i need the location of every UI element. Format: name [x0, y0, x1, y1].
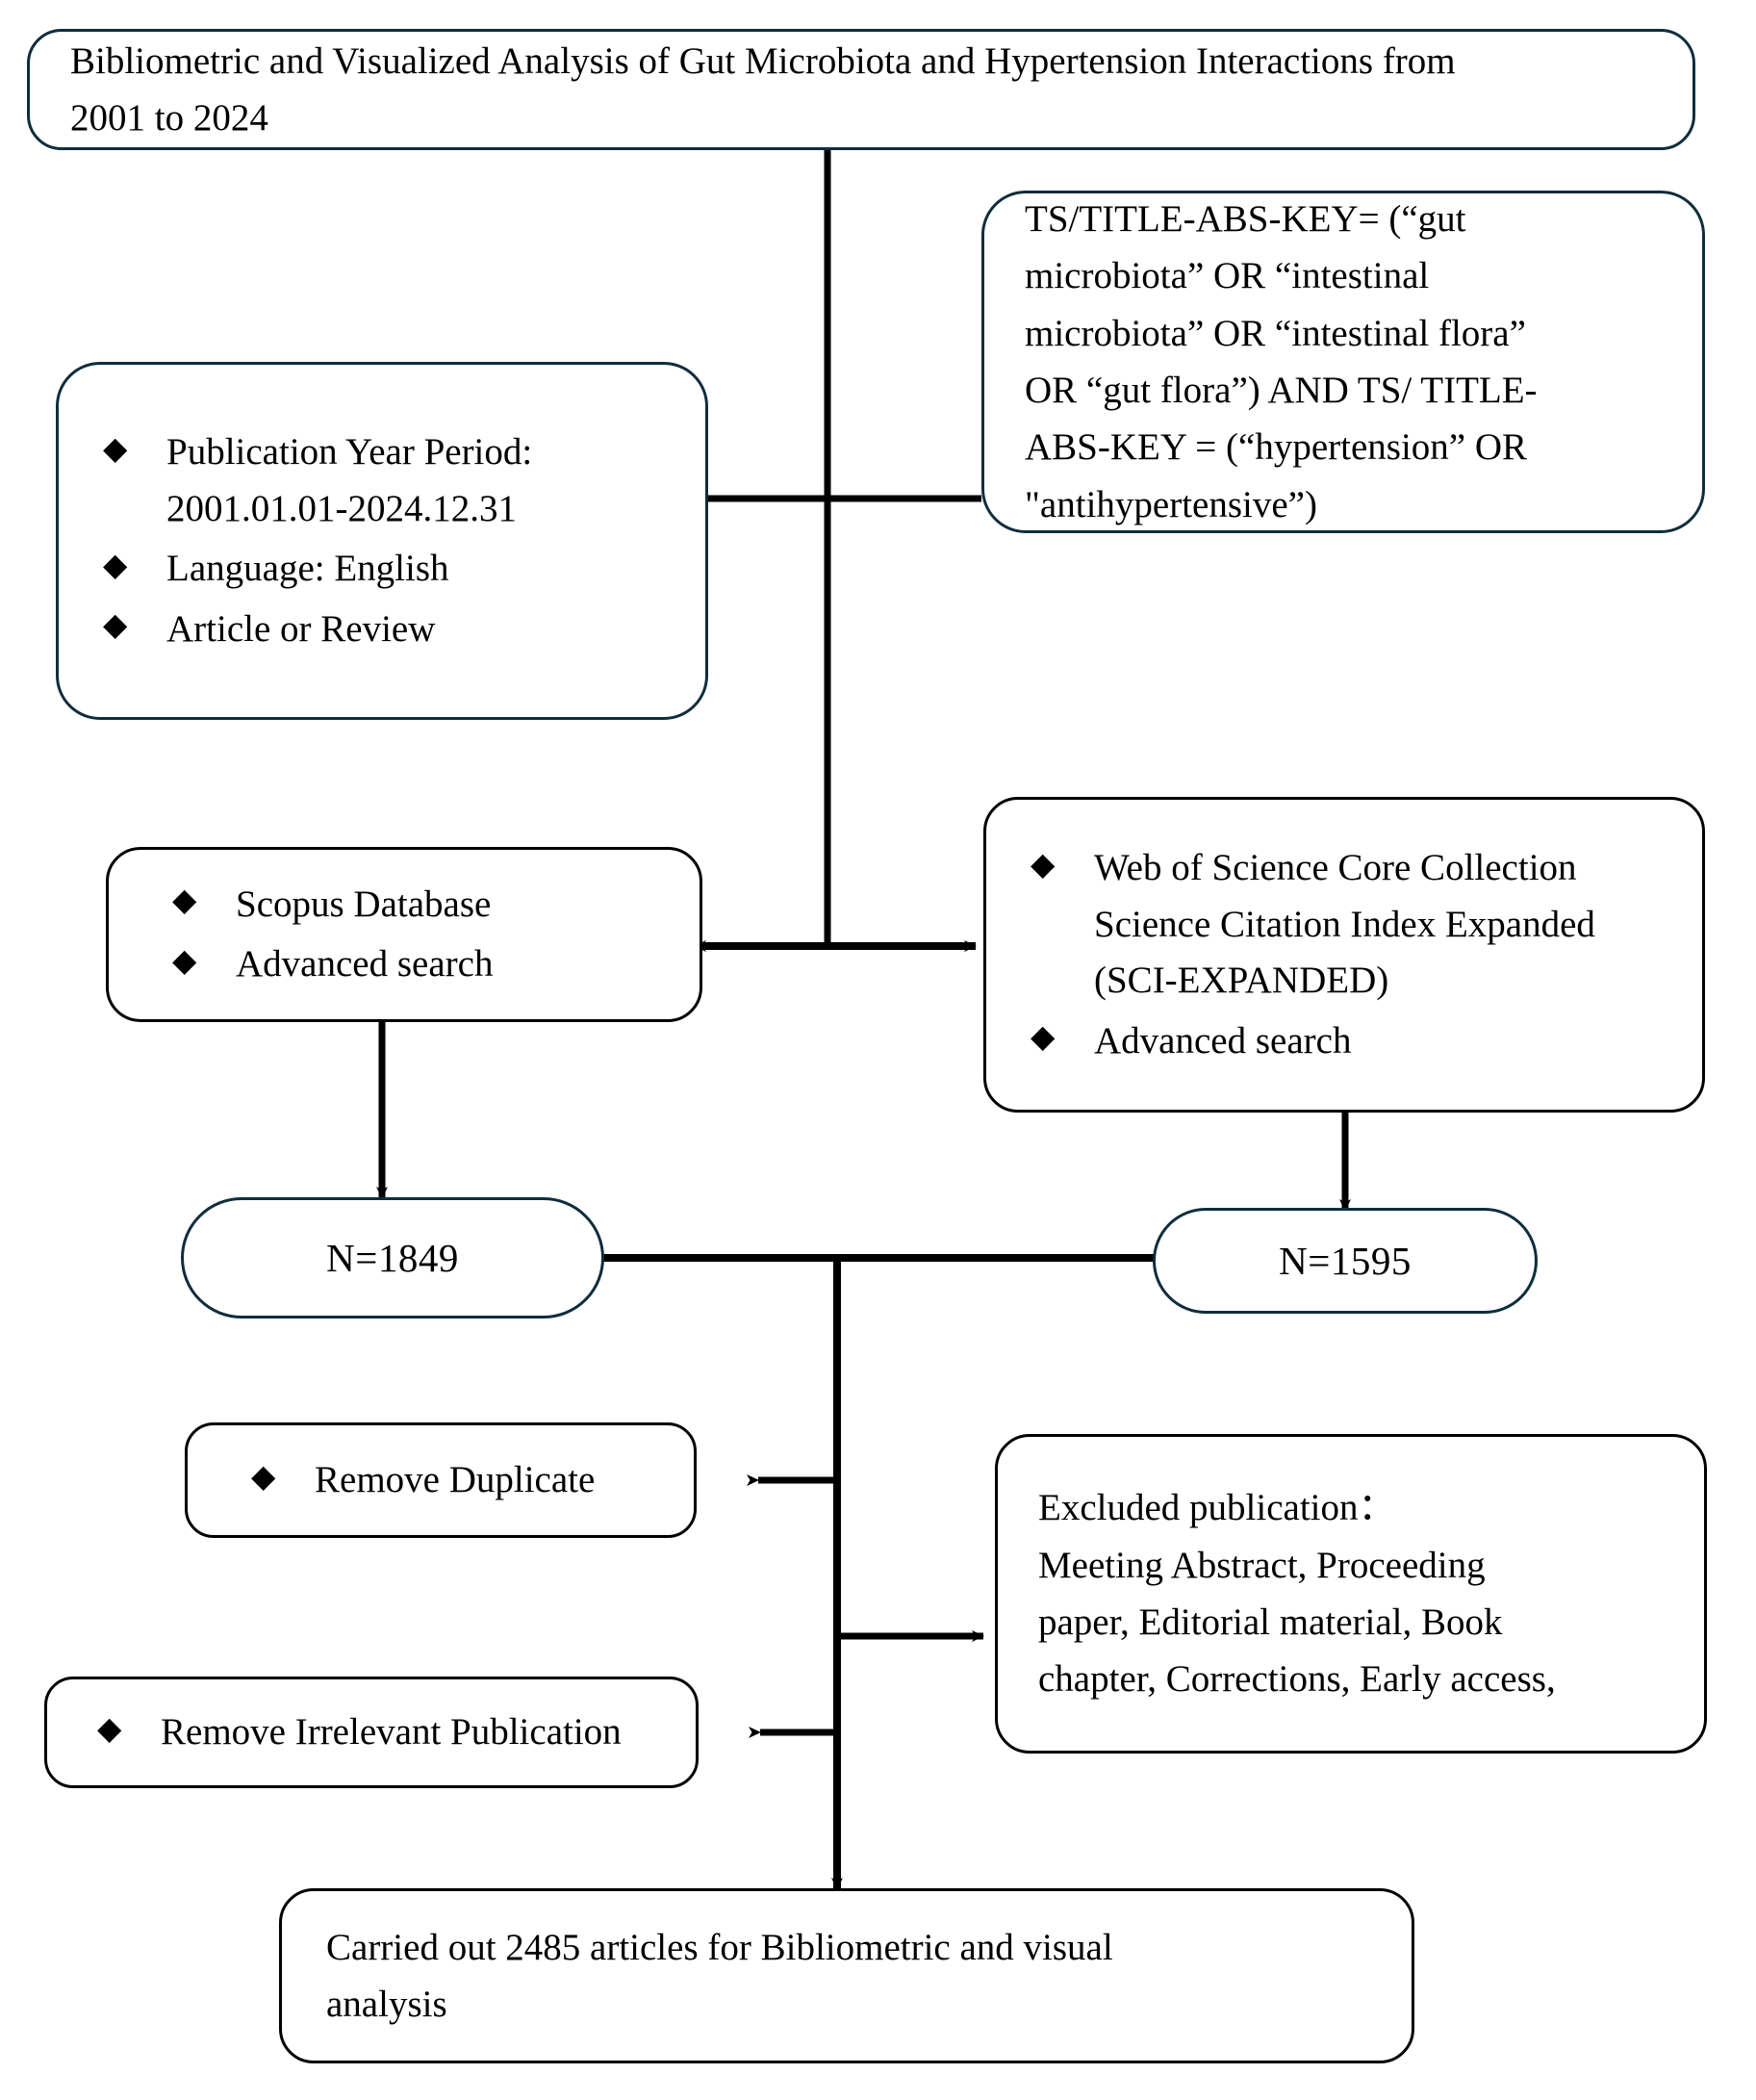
remove-irrelevant-item: Remove Irrelevant Publication [91, 1704, 678, 1761]
scopus-database-box: Scopus Database Advanced search [106, 847, 702, 1022]
title-line-2: 2001 to 2024 [70, 97, 268, 139]
wos-item-collection-line-2: Science Citation Index Expanded [1094, 903, 1595, 945]
criteria-item-year-line-1: Publication Year Period: [166, 431, 533, 473]
web-of-science-box: Web of Science Core Collection Science C… [983, 797, 1705, 1113]
remove-duplicate-box: Remove Duplicate [185, 1422, 697, 1538]
excluded-line-1: Excluded publication： [1038, 1487, 1396, 1529]
remove-duplicate-item: Remove Duplicate [245, 1452, 676, 1509]
final-result-text: Carried out 2485 articles for Bibliometr… [326, 1919, 1387, 2034]
title-line-1: Bibliometric and Visualized Analysis of … [70, 39, 1456, 82]
query-line-4: OR “gut flora”) AND TS/ TITLE- [1025, 370, 1538, 411]
criteria-item-year-line-2: 2001.01.01-2024.12.31 [166, 487, 517, 529]
remove-duplicate-list: Remove Duplicate [245, 1452, 676, 1509]
remove-irrelevant-label: Remove Irrelevant Publication [161, 1710, 622, 1753]
wos-item-collection-line-3: (SCI-EXPANDED) [1094, 960, 1389, 1001]
remove-duplicate-label: Remove Duplicate [315, 1458, 596, 1500]
query-line-3: microbiota” OR “intestinal flora” [1025, 312, 1526, 354]
scopus-list: Scopus Database Advanced search [166, 877, 682, 993]
criteria-item-doctype-label: Article or Review [166, 607, 436, 650]
scopus-item-advanced-search: Advanced search [166, 936, 682, 993]
query-line-5: ABS-KEY = (“hypertension” OR [1025, 426, 1528, 469]
excluded-line-4: chapter, Corrections, Early access, [1038, 1658, 1556, 1701]
excluded-publication-text: Excluded publication： Meeting Abstract, … [1038, 1479, 1675, 1707]
excluded-line-3: paper, Editorial material, Book [1038, 1601, 1503, 1643]
scopus-item-database-label: Scopus Database [236, 883, 492, 925]
search-query-box: TS/TITLE-ABS-KEY= (“gut microbiota” OR “… [981, 191, 1705, 533]
remove-irrelevant-list: Remove Irrelevant Publication [91, 1704, 678, 1761]
query-line-2: microbiota” OR “intestinal [1025, 255, 1430, 297]
query-line-6: "antihypertensive”) [1025, 483, 1317, 525]
wos-list: Web of Science Core Collection Science C… [1025, 840, 1685, 1069]
title-text: Bibliometric and Visualized Analysis of … [70, 33, 1660, 147]
wos-item-collection: Web of Science Core Collection Science C… [1025, 840, 1685, 1010]
excluded-line-2: Meeting Abstract, Proceeding [1038, 1544, 1486, 1586]
criteria-box: Publication Year Period: 2001.01.01-2024… [56, 362, 708, 720]
final-line-1: Carried out 2485 articles for Bibliometr… [326, 1926, 1113, 1968]
wos-item-collection-line-1: Web of Science Core Collection [1094, 847, 1577, 888]
scopus-item-database: Scopus Database [166, 877, 682, 934]
query-line-1: TS/TITLE-ABS-KEY= (“gut [1025, 198, 1466, 241]
criteria-list: Publication Year Period: 2001.01.01-2024… [97, 424, 688, 657]
scopus-item-advanced-search-label: Advanced search [236, 943, 494, 985]
title-box: Bibliometric and Visualized Analysis of … [27, 29, 1695, 150]
wos-item-advanced-search-label: Advanced search [1094, 1019, 1352, 1062]
count-scopus-box: N=1849 [181, 1197, 604, 1319]
excluded-publication-box: Excluded publication： Meeting Abstract, … [995, 1434, 1707, 1754]
final-line-2: analysis [326, 1984, 447, 2025]
criteria-item-year: Publication Year Period: 2001.01.01-2024… [97, 424, 688, 537]
criteria-item-language: Language: English [97, 541, 688, 598]
search-query-text: TS/TITLE-ABS-KEY= (“gut microbiota” OR “… [1025, 191, 1673, 533]
criteria-item-doctype: Article or Review [97, 602, 688, 658]
remove-irrelevant-box: Remove Irrelevant Publication [44, 1677, 699, 1788]
count-wos-box: N=1595 [1153, 1208, 1538, 1314]
count-scopus-value: N=1849 [326, 1235, 459, 1280]
wos-item-advanced-search: Advanced search [1025, 1013, 1685, 1070]
final-result-box: Carried out 2485 articles for Bibliometr… [279, 1888, 1414, 2063]
count-wos-value: N=1595 [1279, 1238, 1412, 1283]
criteria-item-language-label: Language: English [166, 548, 449, 589]
